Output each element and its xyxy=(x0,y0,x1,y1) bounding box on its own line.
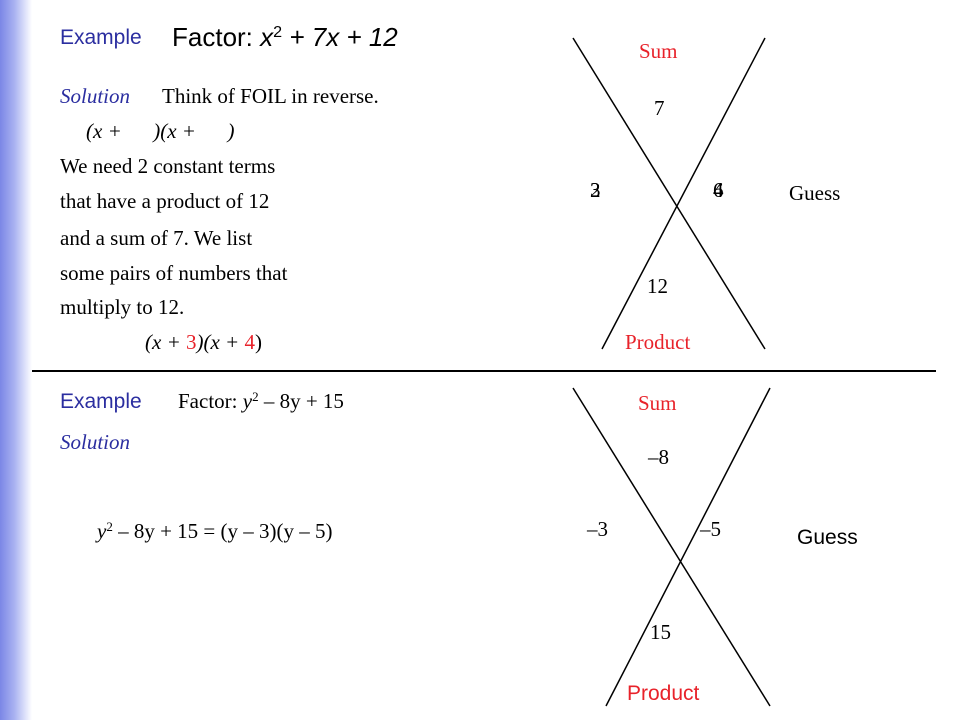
diagram1-guess-label: Guess xyxy=(789,181,841,205)
example2-factor: Factor: y2 – 8y + 15 xyxy=(178,388,344,413)
eq-exponent: 2 xyxy=(106,518,113,534)
answer-open: (x + xyxy=(145,330,186,354)
factor2-var: y xyxy=(242,389,253,413)
diagram2-guess-label: Guess xyxy=(797,526,858,549)
factor-rest: + 7x + 12 xyxy=(282,22,398,52)
example1-solution-label: Solution xyxy=(60,84,131,108)
x-diagram-1-line-a xyxy=(572,37,766,350)
diagram1-left-guess-2: 2 xyxy=(590,178,601,202)
example1-line-4: some pairs of numbers that xyxy=(60,261,288,285)
section-divider xyxy=(32,370,936,372)
diagram1-sum-label: Sum xyxy=(639,39,678,63)
x-diagram-2-line-a xyxy=(572,387,771,707)
diagram2-product-value: 15 xyxy=(650,620,671,644)
diagram1-sum-value: 7 xyxy=(654,96,665,120)
diagram2-sum-value: –8 xyxy=(648,445,669,469)
example1-template-expr: (x + )(x + ) xyxy=(86,119,235,143)
answer-close: ) xyxy=(254,330,262,354)
example1-solution-text: Think of FOIL in reverse. xyxy=(162,84,379,108)
diagram1-product-label: Product xyxy=(625,330,691,354)
answer-mid: )(x + xyxy=(196,330,245,354)
example2-solution-label: Solution xyxy=(60,430,131,454)
eq-rest: – 8y + 15 = (y – 3)(y – 5) xyxy=(112,519,333,543)
diagram1-left-guesses: 3 2 xyxy=(590,178,610,202)
factor2-word: Factor: xyxy=(178,389,243,413)
factor2-exponent: 2 xyxy=(252,388,259,404)
diagram1-right-guesses: 4 6 xyxy=(713,178,733,202)
diagram1-product-value: 12 xyxy=(647,274,668,298)
factor-var: x xyxy=(260,22,274,52)
answer-b: 4 xyxy=(244,330,255,354)
example1-factor: Factor: x2 + 7x + 12 xyxy=(172,24,398,50)
x-diagram-1-line-b xyxy=(601,37,766,350)
diagram2-left-value: –3 xyxy=(587,517,608,541)
diagram2-product-label: Product xyxy=(627,682,700,705)
example1-line-5: multiply to 12. xyxy=(60,295,185,319)
factor-exponent: 2 xyxy=(273,23,283,42)
answer-a: 3 xyxy=(186,330,197,354)
factor-word: Factor: xyxy=(172,22,253,52)
example1-line-1: We need 2 constant terms xyxy=(60,154,276,178)
diagram2-right-value: –5 xyxy=(700,517,721,541)
x-diagram-2-line-b xyxy=(605,387,771,707)
sidebar-gradient xyxy=(0,0,32,720)
example1-line-3: and a sum of 7. We list xyxy=(60,226,253,250)
example2-equation: y2 – 8y + 15 = (y – 3)(y – 5) xyxy=(97,518,333,543)
eq-var: y xyxy=(97,519,107,543)
diagram1-left-guess-1: 3 xyxy=(590,178,601,202)
example1-answer: (x + 3)(x + 4) xyxy=(145,332,262,353)
example2-label: Example xyxy=(60,390,142,413)
diagram1-right-guess-2: 6 xyxy=(713,178,724,202)
example1-label: Example xyxy=(60,26,142,49)
diagram1-right-guess-1: 4 xyxy=(713,178,724,202)
diagram2-sum-label: Sum xyxy=(638,391,677,415)
example1-line-2: that have a product of 12 xyxy=(60,189,270,213)
factor2-rest: – 8y + 15 xyxy=(258,389,344,413)
